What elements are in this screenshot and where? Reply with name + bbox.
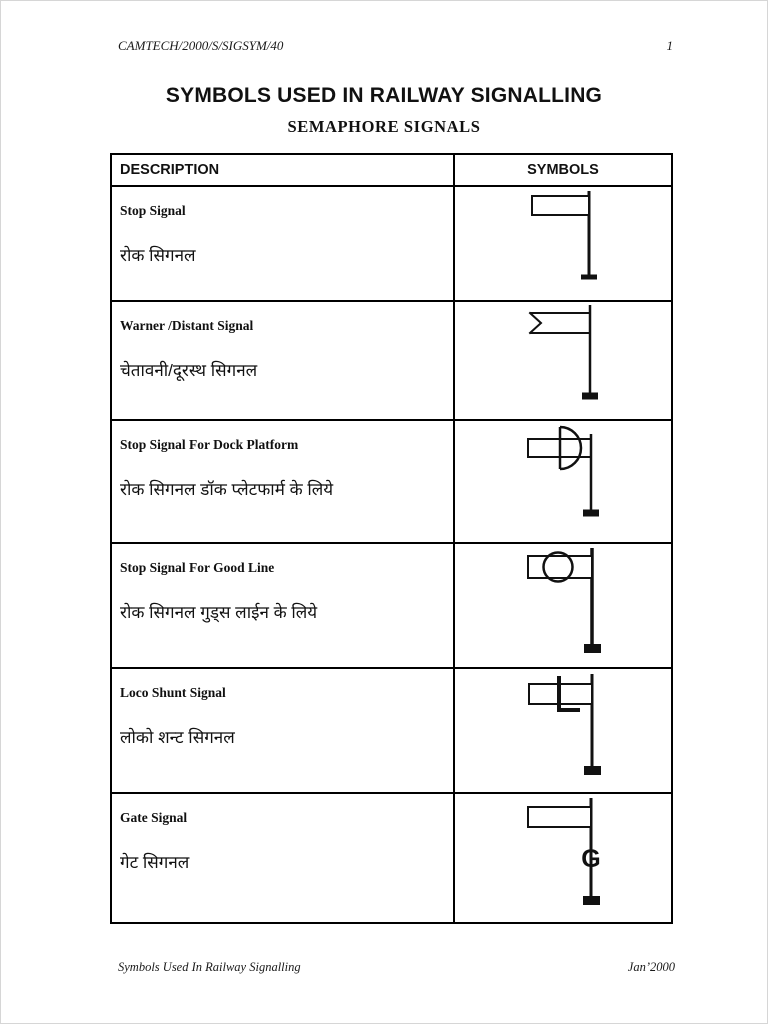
- symbol-cell: [455, 669, 671, 792]
- table-row: Stop Signal For Good Line रोक सिगनल गुड्…: [112, 544, 671, 669]
- signal-name-english: Stop Signal For Dock Platform: [120, 437, 299, 452]
- description-cell: Stop Signal रोक सिगनल: [112, 187, 455, 300]
- semaphore-warner-fishtail-arm-icon: [528, 305, 598, 400]
- signal-name-hindi: लोको शन्ट सिगनल: [120, 728, 235, 747]
- table-row: Warner /Distant Signal चेतावनी/दूरस्थ सि…: [112, 302, 671, 421]
- semaphore-stop-signal-plain-arm-icon: [531, 191, 597, 280]
- svg-text:G: G: [581, 845, 600, 873]
- page-subtitle: SEMAPHORE SIGNALS: [287, 117, 481, 136]
- symbol-cell: [455, 302, 671, 419]
- table-body: Stop Signal रोक सिगनल Warner /Distant Si…: [112, 187, 671, 922]
- running-header: CAMTECH/2000/S/SIGSYM/40 1: [118, 38, 673, 54]
- table-row: Stop Signal For Dock Platform रोक सिगनल …: [112, 421, 671, 544]
- running-footer: Symbols Used In Railway Signalling Jan’2…: [118, 960, 675, 975]
- signal-name-hindi: रोक सिगनल गुड्स लाईन के लिये: [120, 603, 318, 622]
- symbol-cell: [455, 187, 671, 300]
- semaphore-loco-shunt-arm-with-l-icon: [528, 674, 601, 775]
- footer-date: Jan’2000: [627, 960, 675, 974]
- page-number: 1: [666, 38, 674, 53]
- symbols-table: DESCRIPTION SYMBOLS Stop Signal रोक सिगन…: [110, 153, 673, 924]
- column-header-description: DESCRIPTION: [112, 155, 455, 185]
- signal-name-hindi: रोक सिगनल: [120, 246, 196, 265]
- signal-name-english: Loco Shunt Signal: [120, 685, 226, 700]
- description-cell: Stop Signal For Good Line रोक सिगनल गुड्…: [112, 544, 455, 667]
- symbol-cell: [455, 421, 671, 542]
- symbol-cell: G: [455, 794, 671, 922]
- semaphore-dock-platform-arm-with-d-icon: [527, 425, 599, 517]
- signal-name-english: Stop Signal For Good Line: [120, 560, 275, 575]
- signal-name-english: Warner /Distant Signal: [120, 318, 254, 333]
- description-cell: Warner /Distant Signal चेतावनी/दूरस्थ सि…: [112, 302, 455, 419]
- signal-name-hindi: चेतावनी/दूरस्थ सिगनल: [120, 361, 258, 380]
- semaphore-goods-line-arm-with-circle-icon: [527, 548, 601, 653]
- column-header-symbols: SYMBOLS: [527, 162, 599, 178]
- signal-name-hindi: रोक सिगनल डॉक प्लेटफार्म के लिये: [120, 480, 334, 499]
- table-row: Gate Signal गेट सिगनल G: [112, 794, 671, 922]
- footer-document-title: Symbols Used In Railway Signalling: [118, 960, 301, 974]
- symbol-cell: [455, 544, 671, 667]
- table-header-row: DESCRIPTION SYMBOLS: [112, 155, 671, 187]
- signal-name-english: Gate Signal: [120, 810, 188, 825]
- table-row: Loco Shunt Signal लोको शन्ट सिगनल: [112, 669, 671, 794]
- signal-name-english: Stop Signal: [120, 203, 186, 218]
- description-cell: Loco Shunt Signal लोको शन्ट सिगनल: [112, 669, 455, 792]
- description-cell: Gate Signal गेट सिगनल: [112, 794, 455, 922]
- table-row: Stop Signal रोक सिगनल: [112, 187, 671, 302]
- page-title: SYMBOLS USED IN RAILWAY SIGNALLING: [165, 84, 603, 107]
- semaphore-gate-arm-with-g-icon: G: [527, 798, 601, 905]
- description-cell: Stop Signal For Dock Platform रोक सिगनल …: [112, 421, 455, 542]
- signal-name-hindi: गेट सिगनल: [120, 853, 190, 872]
- document-reference: CAMTECH/2000/S/SIGSYM/40: [118, 38, 284, 53]
